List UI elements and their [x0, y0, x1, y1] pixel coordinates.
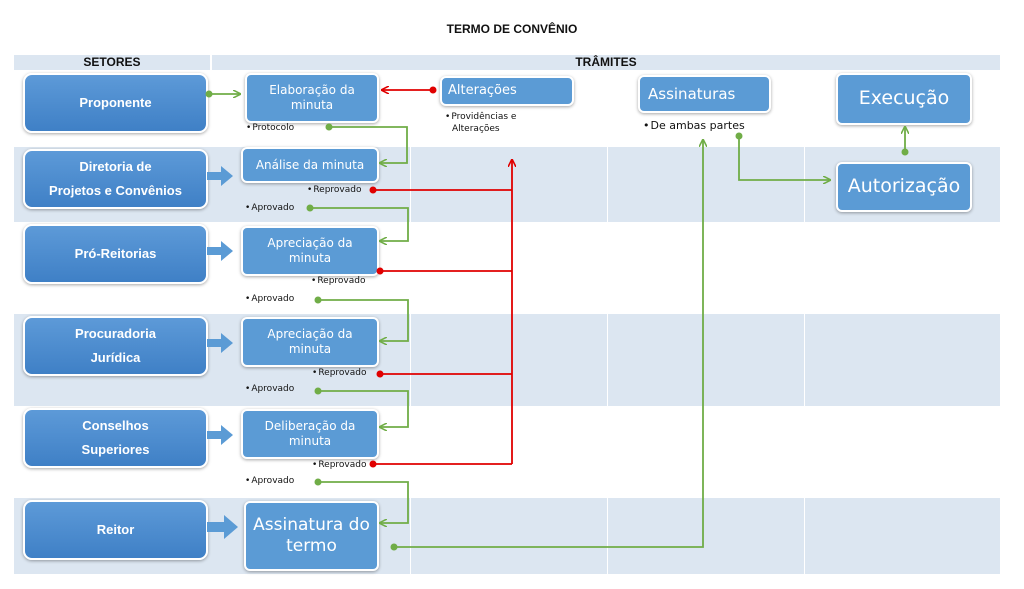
step-label: minuta [290, 98, 334, 112]
column-divider [410, 147, 411, 574]
flow-dot [306, 204, 314, 212]
sector-arrow [207, 241, 233, 261]
sector-reitor: Reitor [23, 500, 208, 560]
flow-aprovado-1 [310, 207, 409, 241]
flow-aprovado-4 [318, 481, 409, 523]
sector-label: Proponente [79, 95, 152, 110]
step-analise: Análise da minuta [241, 147, 379, 183]
step-label: Análise da minuta [255, 157, 365, 172]
step-label: minuta [288, 434, 332, 448]
step-label: Apreciação da [267, 236, 353, 250]
note-ambas-partes: De ambas partes [643, 119, 745, 132]
note-reprovado: Reprovado [307, 185, 361, 195]
step-label: minuta [288, 342, 332, 356]
step-label: termo [286, 536, 337, 556]
note-providencias: Providências e [445, 112, 516, 122]
step-label: Apreciação da [267, 327, 353, 341]
flow-dot [314, 296, 322, 304]
step-label: Assinatura do [253, 514, 370, 535]
flow-dot [429, 86, 437, 94]
flow-assinaturas-autorizacao [738, 136, 830, 180]
sector-arrow [207, 515, 238, 539]
note-aprovado: Aprovado [245, 476, 294, 486]
sector-proponente: Proponente [23, 73, 208, 133]
sector-arrows [207, 166, 238, 539]
flow-dot [376, 370, 384, 378]
note-reprovado: Reprovado [312, 368, 366, 378]
sector-label: Reitor [96, 522, 135, 537]
flow-dot [369, 186, 377, 194]
flow-dot [376, 267, 384, 275]
note-aprovado: Aprovado [245, 294, 294, 304]
sector-label: Conselhos [82, 418, 149, 433]
step-execucao: Execução [836, 73, 972, 125]
flow-dot [314, 387, 322, 395]
sector-label: Pró-Reitorias [74, 246, 157, 261]
note-reprovado: Reprovado [311, 276, 365, 286]
sector-arrow [207, 166, 233, 186]
sector-arrow [207, 425, 233, 445]
flow-dot [369, 460, 377, 468]
flow-dot [314, 478, 322, 486]
flow-dot [205, 90, 213, 98]
flow-dot [901, 148, 909, 156]
sector-label: Jurídica [90, 350, 141, 365]
sector-label: Projetos e Convênios [49, 183, 182, 198]
sector-pro-reitorias: Pró-Reitorias [23, 224, 208, 284]
sector-label: Diretoria de [79, 159, 152, 174]
sector-diretoria: Diretoria de Projetos e Convênios [23, 149, 208, 209]
flow-aprovado-3 [318, 390, 409, 427]
column-divider [804, 147, 805, 574]
flow-protocolo-analise [329, 126, 408, 163]
flow-aprovado-2 [318, 299, 409, 341]
step-alteracoes: Alterações [440, 76, 574, 106]
note-providencias-cont: Alterações [452, 124, 500, 134]
step-label: Elaboração da [269, 83, 355, 97]
note-aprovado: Aprovado [245, 384, 294, 394]
column-divider [607, 147, 608, 574]
flow-dot [390, 543, 398, 551]
sector-label: Superiores [81, 442, 150, 457]
note-reprovado: Reprovado [312, 460, 366, 470]
sectors-header: SETORES [14, 55, 210, 71]
note-protocolo: Protocolo [246, 123, 294, 133]
sector-arrow [207, 333, 233, 353]
note-aprovado: Aprovado [245, 203, 294, 213]
sector-label: Procuradoria [75, 326, 156, 341]
step-autorizacao: Autorização [836, 162, 972, 212]
diagram-title: TERMO DE CONVÊNIO [446, 22, 578, 36]
step-label: minuta [288, 251, 332, 265]
step-label: Deliberação da [264, 419, 356, 433]
flow-assinatura-assinaturas [394, 140, 703, 548]
flow-dot [325, 123, 333, 131]
step-assinaturas: Assinaturas [638, 75, 771, 113]
steps-header: TRÂMITES [212, 55, 1000, 71]
flow-dot [735, 132, 743, 140]
